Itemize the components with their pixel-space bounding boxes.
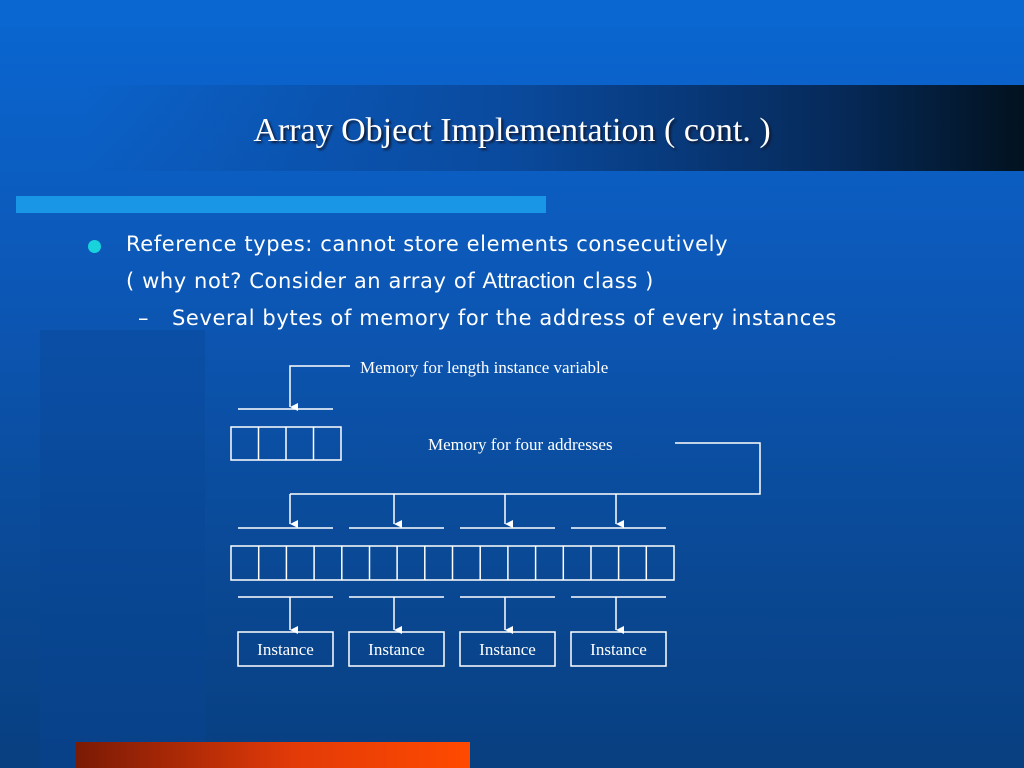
instance-box-3: [459, 631, 556, 667]
instance-label-2: Instance: [368, 640, 425, 659]
instance-box-4: [570, 631, 667, 667]
bullet-line-1: Reference types: cannot store elements c…: [126, 232, 729, 256]
bullet-line-2-end: class ): [575, 269, 654, 293]
instance-label-3: Instance: [479, 640, 536, 659]
instance-box-1: [237, 631, 334, 667]
addresses-pointer-line: [290, 442, 761, 495]
bullet-dot-icon: [88, 240, 101, 253]
length-pointer-line: [289, 365, 350, 411]
bullet-line-2: ( why not? Consider an array of Attracti…: [126, 268, 654, 294]
address-cells: [230, 545, 675, 581]
bullet-line-2-start: ( why not? Consider an array of: [126, 269, 483, 293]
title-band: [85, 85, 1024, 171]
title-underline: [16, 196, 546, 213]
length-label: Memory for length instance variable: [360, 358, 608, 377]
length-cells: [230, 426, 342, 461]
sub-bullet-dash: –: [138, 306, 150, 330]
instance-label-1: Instance: [257, 640, 314, 659]
background-panel: [40, 330, 205, 768]
addresses-label: Memory for four addresses: [428, 435, 613, 454]
instance-label-4: Instance: [590, 640, 647, 659]
bottom-accent-bar: [76, 742, 470, 768]
instance-box-2: [348, 631, 445, 667]
class-name: Attraction: [482, 268, 576, 293]
slide-title: Array Object Implementation ( cont. ): [253, 112, 771, 149]
sub-bullet-text: Several bytes of memory for the address …: [172, 306, 837, 330]
